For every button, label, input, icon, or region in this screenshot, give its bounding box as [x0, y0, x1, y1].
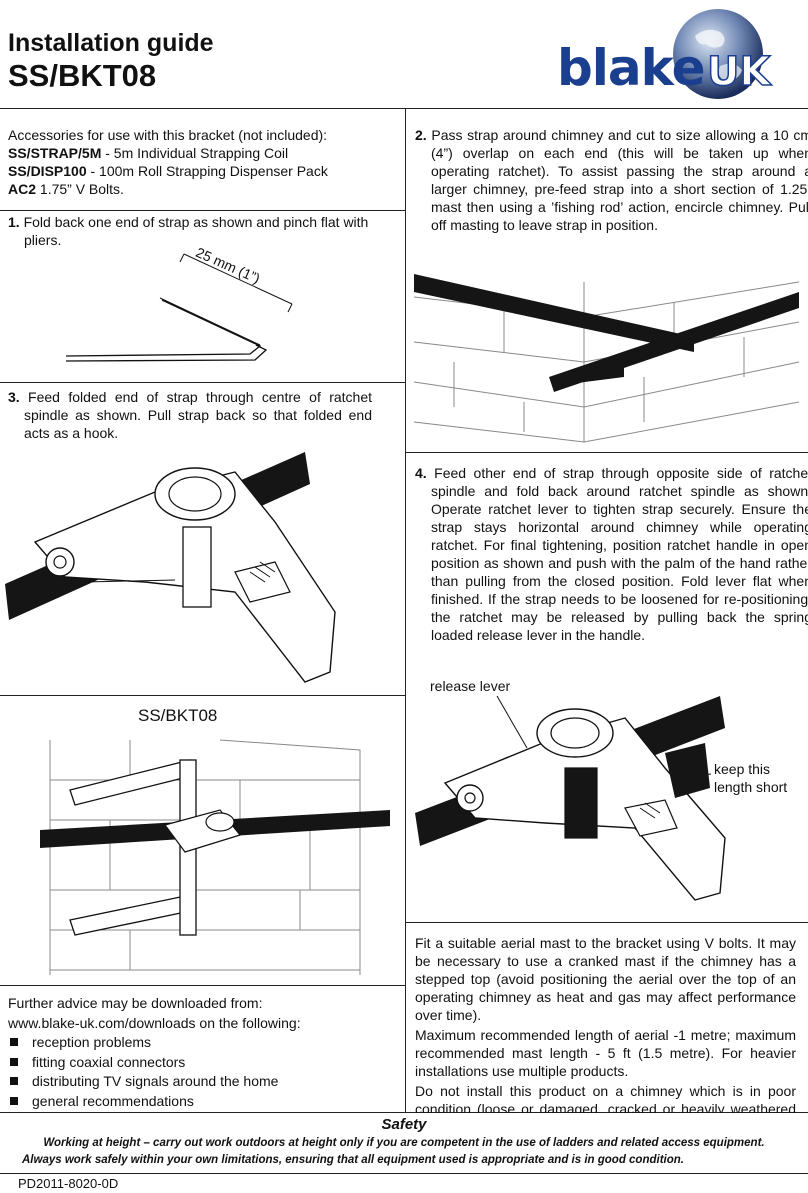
safety-bottom: [0, 1173, 808, 1174]
accessory-item: SS/STRAP/5M - 5m Individual Strapping Co…: [8, 145, 289, 161]
title-line-2: SS/BKT08: [8, 58, 157, 93]
chimney-strap-diagram: [413, 274, 800, 443]
ratchet-diagram-step3: [5, 452, 336, 683]
page-title: Installation guide SS/BKT08: [8, 28, 214, 94]
advice-line-2: www.blake-uk.com/downloads on the follow…: [8, 1014, 301, 1031]
advice-block: Further advice may be downloaded from: w…: [8, 994, 403, 1111]
bracket-label: SS/BKT08: [138, 706, 218, 725]
safety-line-2: Always work safely within your own limit…: [22, 1154, 684, 1166]
release-lever-label: release lever: [430, 678, 511, 694]
step-3-text: 3. Feed folded end of strap through cent…: [8, 389, 372, 441]
list-item: reception problems: [8, 1033, 403, 1053]
step-2-text: 2. Pass strap around chimney and cut to …: [415, 127, 808, 233]
safety-box: Safety Working at height – carry out wor…: [0, 1113, 808, 1173]
folded-strap-diagram: [65, 253, 293, 362]
safety-title: Safety: [381, 1116, 427, 1133]
center-divider: [405, 108, 406, 1113]
keep-short-label: keep this length short: [714, 761, 788, 795]
fit-paragraph: Fit a suitable aerial mast to the bracke…: [415, 935, 796, 1023]
divider-left-4: [0, 985, 405, 986]
divider-right-1: [405, 452, 808, 453]
divider-left-2: [0, 382, 405, 383]
accessories-block: Accessories for use with this bracket (n…: [8, 126, 400, 198]
ratchet-diagram-step4: [415, 695, 726, 901]
title-line-1: Installation guide: [8, 29, 214, 57]
advice-line-1: Further advice may be downloaded from:: [8, 995, 263, 1011]
list-item: general recommendations: [8, 1092, 403, 1112]
divider-left-1: [0, 210, 405, 211]
accessories-intro: Accessories for use with this bracket (n…: [8, 127, 328, 143]
header-divider: [0, 108, 808, 109]
safety-line-1: Working at height – carry out work outdo…: [43, 1137, 765, 1149]
accessory-item: SS/DISP100 - 100m Roll Strapping Dispens…: [8, 163, 328, 179]
blake-uk-logo: blake UK: [555, 6, 800, 102]
list-item: fitting coaxial connectors: [8, 1053, 403, 1073]
logo-uk: UK: [706, 49, 771, 95]
step-1-text: 1. Fold back one end of strap as shown a…: [8, 214, 369, 248]
divider-right-2: [405, 922, 808, 923]
bracket-on-chimney-diagram: [40, 739, 390, 975]
advice-list: reception problems fitting coaxial conne…: [8, 1033, 403, 1111]
fit-paragraph: Maximum recommended length of aerial -1 …: [415, 1027, 796, 1079]
step-4-text: 4. Feed other end of strap through oppos…: [415, 465, 808, 643]
safety-top: [0, 1112, 808, 1113]
list-item: distributing TV signals around the home: [8, 1072, 403, 1092]
accessory-item: AC2 1.75” V Bolts.: [8, 181, 124, 197]
footer-code: PD2011-8020-0D: [18, 1176, 119, 1191]
globe-icon: [673, 9, 763, 99]
divider-left-3: [0, 695, 405, 696]
logo-wordmark: blake: [557, 39, 705, 97]
